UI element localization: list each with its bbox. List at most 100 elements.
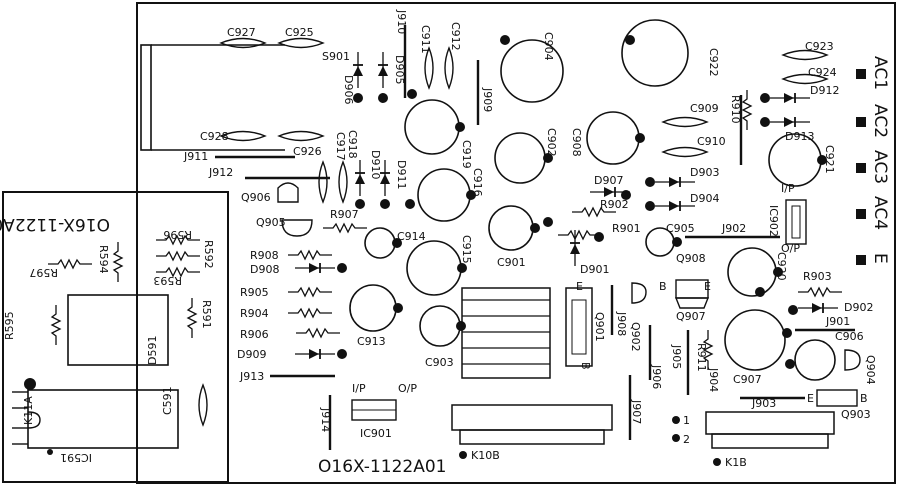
label-c922: C922	[707, 48, 720, 77]
label-r907: R907	[330, 208, 359, 221]
label-k10b: K10B	[471, 449, 500, 462]
label-r591: R591	[200, 300, 213, 329]
label-c923: C923	[805, 40, 834, 53]
label-d908: D908	[250, 263, 279, 276]
label-q902: Q902	[629, 322, 642, 352]
label-c917: C917	[334, 132, 347, 161]
main-board-outline	[136, 2, 896, 484]
label-c907: C907	[733, 373, 762, 386]
label-d903: D903	[690, 166, 719, 179]
label-e2: E	[576, 280, 583, 293]
label-d906: D906	[342, 75, 355, 104]
label-c920: C920	[775, 252, 788, 281]
label-q903: Q903	[841, 408, 871, 421]
label-q907: Q907	[676, 310, 706, 323]
label-r905: R905	[240, 286, 269, 299]
label-c591: C591	[161, 386, 174, 415]
label-pin2: 2	[683, 433, 690, 446]
label-b3: B	[579, 362, 592, 370]
label-r903: R903	[803, 270, 832, 283]
label-d910: D910	[369, 150, 382, 179]
label-e: E	[870, 253, 890, 264]
label-j909: J909	[481, 87, 494, 112]
label-ac1: AC1	[870, 56, 890, 90]
label-c914: C914	[397, 230, 426, 243]
label-r904: R904	[240, 307, 269, 320]
label-q904: Q904	[864, 355, 877, 385]
label-b2: B	[659, 280, 667, 293]
label-c927: C927	[227, 26, 256, 39]
label-r906: R906	[240, 328, 269, 341]
label-ac3: AC3	[870, 150, 890, 184]
label-r911: R911	[695, 343, 708, 372]
label-q908: Q908	[676, 252, 706, 265]
label-c921: C921	[823, 145, 836, 174]
label-c918: C918	[346, 130, 359, 159]
label-r908: R908	[250, 249, 279, 262]
label-c924: C924	[808, 66, 837, 79]
jumper-wires	[215, 25, 855, 450]
label-k11a: K11A	[22, 396, 35, 425]
label-k1b: K1B	[725, 456, 747, 469]
label-j913: J913	[239, 370, 264, 383]
label-d911: D911	[395, 160, 408, 189]
main-board-code: O16X-1122A01	[318, 457, 446, 477]
label-c926: C926	[293, 145, 322, 158]
edge-connector	[140, 44, 285, 151]
label-j914: J914	[319, 407, 332, 432]
label-r902: R902	[600, 198, 629, 211]
label-q901: Q901	[593, 312, 606, 342]
label-r592: R592	[202, 240, 215, 269]
label-pin1: 1	[683, 414, 690, 427]
label-j911: J911	[183, 150, 208, 163]
solder-pads	[24, 35, 827, 466]
label-ic591: IC591	[60, 451, 92, 464]
label-r597: R597	[29, 266, 58, 279]
label-c910: C910	[697, 135, 726, 148]
label-ac4: AC4	[870, 196, 890, 230]
label-d905: D905	[393, 55, 406, 84]
label-c928: C928	[200, 130, 229, 143]
label-j910: J910	[395, 9, 408, 34]
label-d591: D591	[146, 336, 159, 365]
label-j903: J903	[751, 397, 776, 410]
ic-and-relays	[12, 199, 835, 449]
label-d901: D901	[580, 263, 609, 276]
sub-board-outline	[2, 191, 229, 483]
label-j905: J905	[670, 344, 683, 369]
label-c905: C905	[666, 222, 695, 235]
label-d902: D902	[844, 301, 873, 314]
label-ac2: AC2	[870, 104, 890, 138]
label-s901: S901	[322, 50, 350, 63]
label-ip1: I/P	[781, 182, 795, 195]
label-d909: D909	[237, 348, 266, 361]
label-r596: R596	[163, 228, 192, 241]
label-ic902: IC902	[767, 205, 780, 237]
label-r593: R593	[153, 274, 182, 287]
label-j912: J912	[208, 166, 233, 179]
label-c925: C925	[285, 26, 314, 39]
label-r901: R901	[612, 222, 641, 235]
label-d912: D912	[810, 84, 839, 97]
label-c909: C909	[690, 102, 719, 115]
label-c906: C906	[835, 330, 864, 343]
label-c902: C902	[545, 128, 558, 157]
label-r910: R910	[729, 95, 742, 124]
label-ip2: I/P	[352, 382, 366, 395]
label-e4: E	[807, 392, 814, 405]
label-c901: C901	[497, 256, 526, 269]
capacitor-circles	[349, 19, 836, 381]
label-d904: D904	[690, 192, 719, 205]
label-r595: R595	[3, 311, 16, 340]
label-op2: O/P	[398, 382, 417, 395]
label-d913: D913	[785, 130, 814, 143]
label-c913: C913	[357, 335, 386, 348]
label-b4: B	[860, 392, 868, 405]
label-q905: Q905	[256, 216, 286, 229]
label-j906: J906	[650, 364, 663, 389]
label-c916: C916	[471, 168, 484, 197]
label-c908: C908	[570, 128, 583, 157]
main-labels: C927 C925 S901 D906 D905 J910 C911 C912 …	[183, 9, 890, 477]
label-c911: C911	[419, 25, 432, 54]
